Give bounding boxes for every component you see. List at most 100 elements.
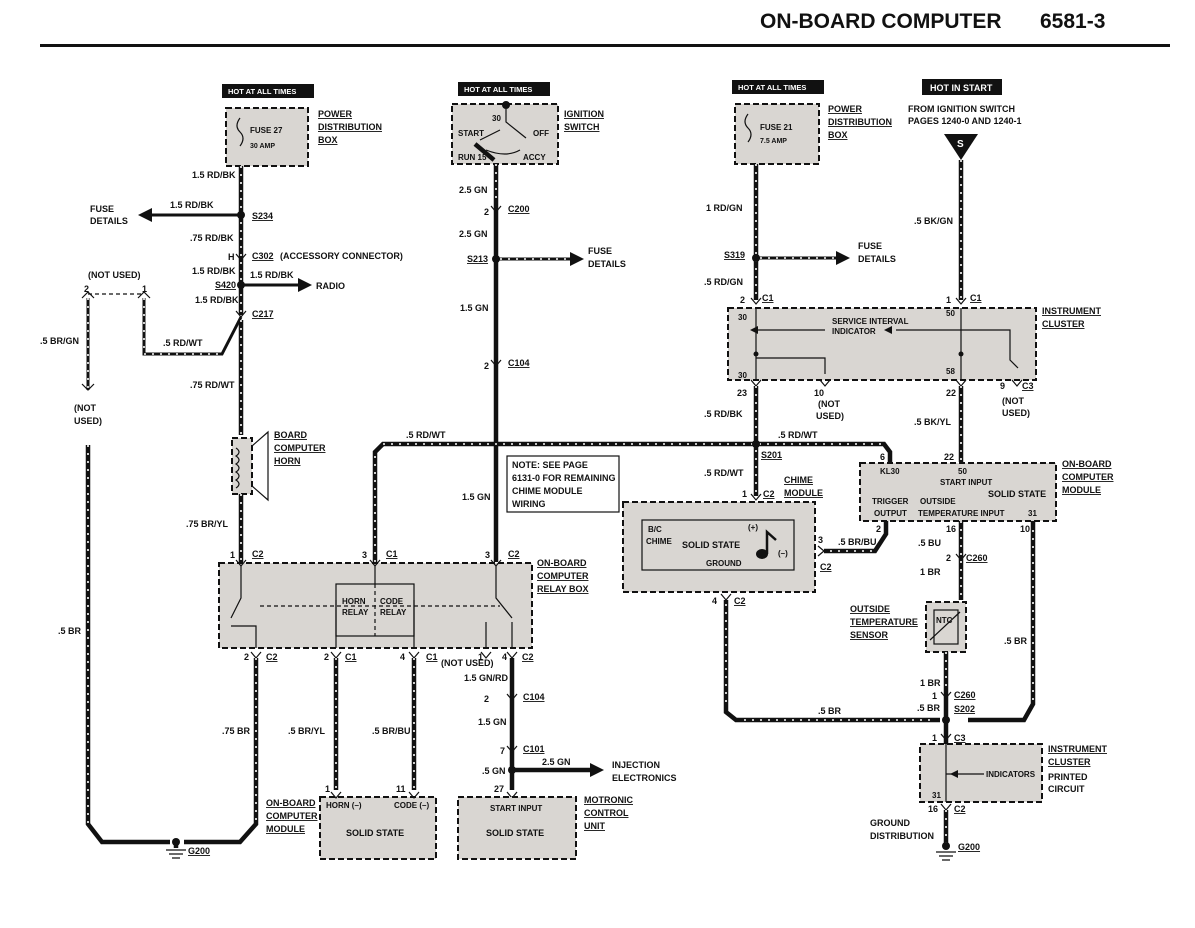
svg-text:9: 9: [1000, 381, 1005, 391]
svg-text:.5 RD/WT: .5 RD/WT: [778, 430, 818, 440]
svg-text:.75 RD/WT: .75 RD/WT: [190, 380, 235, 390]
svg-text:1: 1: [478, 652, 483, 662]
header-rule: [40, 44, 1170, 47]
svg-text:6: 6: [880, 452, 885, 462]
svg-text:ON-BOARD: ON-BOARD: [266, 798, 316, 808]
svg-text:2.5 GN: 2.5 GN: [459, 185, 488, 195]
svg-text:2: 2: [876, 524, 881, 534]
tag-hot-3: HOT AT ALL TIMES: [732, 80, 824, 94]
svg-text:C3: C3: [954, 733, 966, 743]
svg-text:2: 2: [484, 694, 489, 704]
svg-text:30: 30: [738, 371, 747, 380]
page-title: ON-BOARD COMPUTER: [760, 10, 1002, 33]
svg-text:COMPUTER: COMPUTER: [537, 571, 589, 581]
svg-text:DISTRIBUTION: DISTRIBUTION: [870, 831, 934, 841]
svg-text:FUSE 21: FUSE 21: [760, 123, 793, 132]
svg-text:BOX: BOX: [318, 135, 338, 145]
power-distribution-box-left: [225, 107, 309, 167]
svg-text:C1: C1: [345, 652, 357, 662]
svg-text:.5 BR: .5 BR: [917, 703, 941, 713]
instrument-cluster-printed-circuit: [919, 743, 1043, 803]
svg-text:(NOT USED): (NOT USED): [441, 658, 494, 668]
svg-text:SOLID STATE: SOLID STATE: [988, 489, 1046, 499]
svg-text:1.5 RD/BK: 1.5 RD/BK: [250, 270, 294, 280]
svg-text:MODULE: MODULE: [784, 488, 823, 498]
svg-text:FUSE: FUSE: [858, 241, 882, 251]
svg-text:IGNITION: IGNITION: [564, 109, 604, 119]
svg-text:SERVICE INTERVAL: SERVICE INTERVAL: [832, 317, 909, 326]
svg-text:1: 1: [932, 733, 937, 743]
svg-text:.5 BR/BU: .5 BR/BU: [838, 537, 877, 547]
svg-text:CODE (–): CODE (–): [394, 801, 429, 810]
svg-text:RELAY BOX: RELAY BOX: [537, 584, 589, 594]
svg-text:C2: C2: [522, 652, 534, 662]
svg-text:C1: C1: [762, 293, 774, 303]
svg-text:C2: C2: [734, 596, 746, 606]
svg-text:START INPUT: START INPUT: [940, 478, 992, 487]
svg-text:SENSOR: SENSOR: [850, 630, 889, 640]
svg-text:C260: C260: [954, 690, 976, 700]
svg-text:.5 BR: .5 BR: [818, 706, 842, 716]
svg-text:6131-0 FOR REMAINING: 6131-0 FOR REMAINING: [512, 473, 616, 483]
svg-text:C302: C302: [252, 251, 274, 261]
svg-text:SWITCH: SWITCH: [564, 122, 600, 132]
svg-text:.5 RD/WT: .5 RD/WT: [406, 430, 446, 440]
svg-text:C2: C2: [954, 804, 966, 814]
svg-text:WIRING: WIRING: [512, 499, 546, 509]
svg-text:G200: G200: [958, 842, 980, 852]
svg-text:HOT IN START: HOT IN START: [930, 83, 993, 93]
svg-text:3: 3: [818, 535, 823, 545]
svg-text:31: 31: [932, 791, 941, 800]
svg-text:2: 2: [484, 361, 489, 371]
svg-text:.5 BR/YL: .5 BR/YL: [288, 726, 326, 736]
tag-hot-2: HOT AT ALL TIMES: [458, 82, 550, 96]
svg-text:30: 30: [492, 114, 501, 123]
svg-text:4: 4: [400, 652, 405, 662]
svg-text:7.5 AMP: 7.5 AMP: [760, 138, 787, 145]
svg-text:2: 2: [740, 295, 745, 305]
svg-text:C1: C1: [970, 293, 982, 303]
svg-text:CLUSTER: CLUSTER: [1048, 757, 1091, 767]
svg-text:.5 BR/GN: .5 BR/GN: [40, 336, 79, 346]
svg-text:S234: S234: [252, 211, 273, 221]
svg-text:1: 1: [742, 489, 747, 499]
svg-text:C200: C200: [508, 204, 530, 214]
svg-text:POWER: POWER: [828, 104, 863, 114]
svg-text:RADIO: RADIO: [316, 281, 345, 291]
svg-text:C104: C104: [523, 692, 545, 702]
svg-text:.5 RD/BK: .5 RD/BK: [704, 409, 743, 419]
svg-text:B/C: B/C: [648, 525, 662, 534]
power-distribution-box-right: [734, 103, 820, 165]
svg-text:(NOT USED): (NOT USED): [88, 270, 141, 280]
svg-text:SOLID STATE: SOLID STATE: [346, 828, 404, 838]
svg-text:DETAILS: DETAILS: [858, 254, 896, 264]
svg-text:OFF: OFF: [533, 129, 549, 138]
svg-text:C104: C104: [508, 358, 530, 368]
svg-text:.5 BR: .5 BR: [1004, 636, 1028, 646]
svg-text:S213: S213: [467, 254, 488, 264]
svg-text:1.5 GN: 1.5 GN: [460, 303, 489, 313]
svg-text:ON-BOARD: ON-BOARD: [537, 558, 587, 568]
svg-text:MOTRONIC: MOTRONIC: [584, 795, 633, 805]
svg-text:BOARD: BOARD: [274, 430, 307, 440]
svg-text:MODULE: MODULE: [266, 824, 305, 834]
svg-text:COMPUTER: COMPUTER: [266, 811, 318, 821]
svg-text:START INPUT: START INPUT: [490, 804, 542, 813]
svg-text:FUSE: FUSE: [588, 246, 612, 256]
svg-text:C2: C2: [252, 549, 264, 559]
svg-text:1: 1: [142, 284, 147, 294]
svg-text:KL30: KL30: [880, 467, 900, 476]
svg-text:PRINTED: PRINTED: [1048, 772, 1088, 782]
svg-text:2: 2: [84, 284, 89, 294]
svg-text:.5 RD/WT: .5 RD/WT: [704, 468, 744, 478]
svg-text:DETAILS: DETAILS: [90, 216, 128, 226]
instrument-cluster-top: [727, 307, 1037, 381]
svg-text:22: 22: [946, 388, 956, 398]
svg-text:C2: C2: [508, 549, 520, 559]
svg-text:OUTPUT: OUTPUT: [874, 509, 907, 518]
svg-text:DISTRIBUTION: DISTRIBUTION: [828, 117, 892, 127]
svg-text:C3: C3: [1022, 381, 1034, 391]
svg-text:NTC: NTC: [936, 616, 953, 625]
svg-text:1: 1: [230, 550, 235, 560]
